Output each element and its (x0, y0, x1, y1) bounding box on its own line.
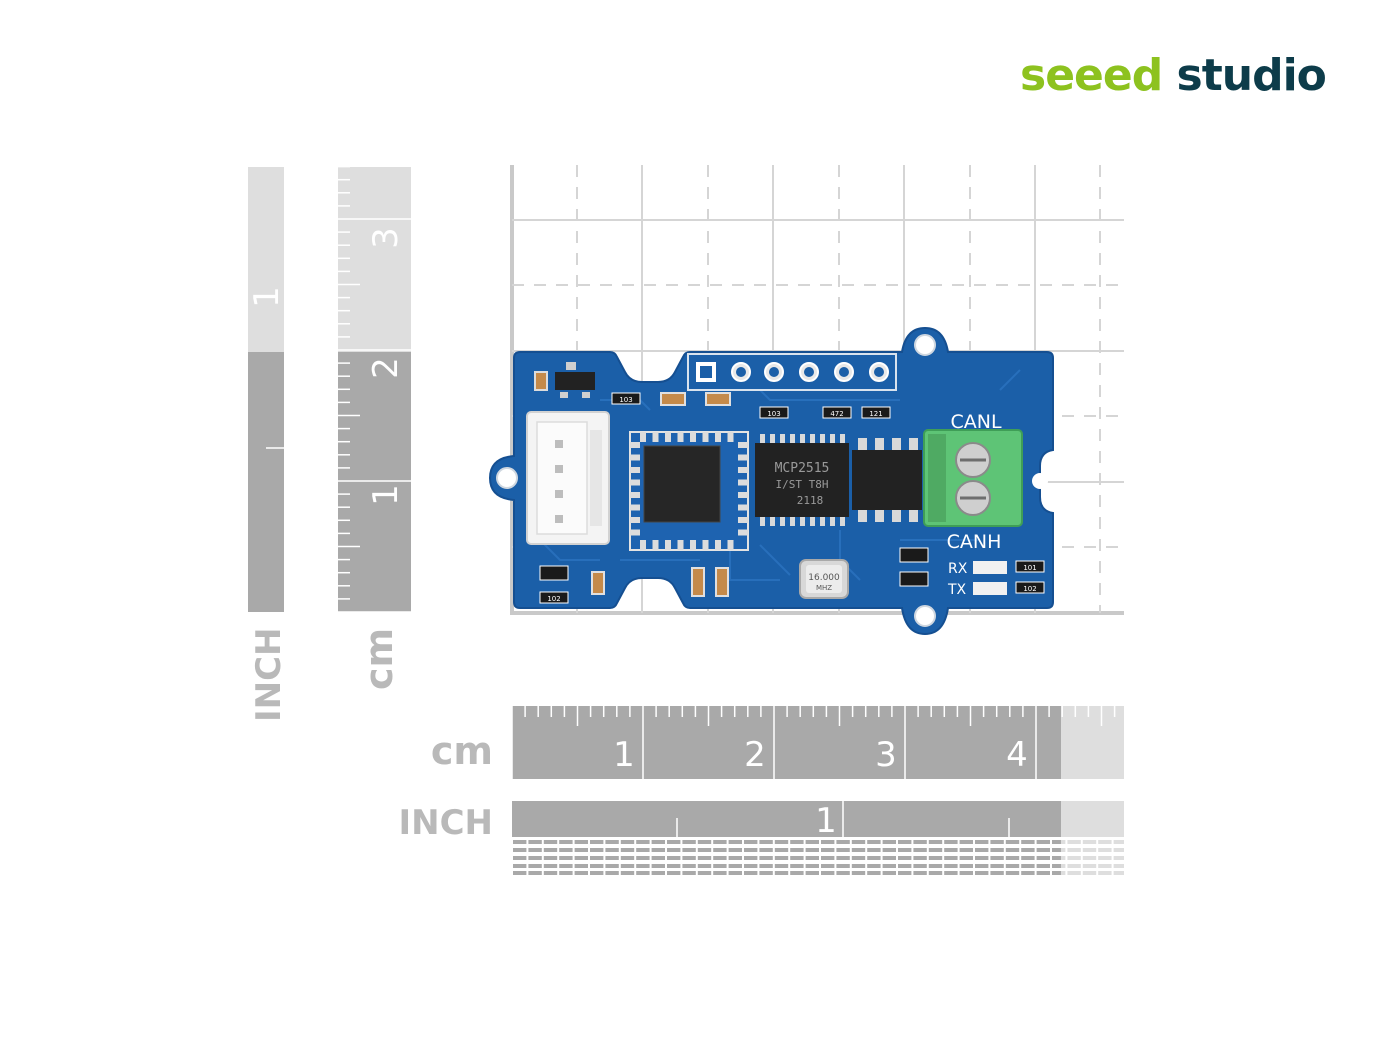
mounting-hole-bottom (914, 605, 936, 627)
resistor-6-code: 101 (1023, 564, 1036, 572)
v-cm-unit-label: cm (357, 628, 401, 690)
h-inch-unit-label: INCH (398, 803, 493, 843)
resistor-4-code: 121 (869, 410, 882, 418)
resistor-3 (822, 406, 852, 419)
v-cm-tick-label-2: 2 (366, 357, 406, 379)
logo-seeed-text: seeed (1020, 50, 1163, 101)
capacitor (534, 371, 548, 391)
smd-component (899, 571, 929, 587)
grove-connector (526, 411, 610, 545)
smd-component (539, 565, 569, 581)
capacitor (660, 392, 686, 406)
h-inch-tick-label-1: 1 (815, 801, 837, 841)
mcp2515-chip: MCP2515 I/ST T8H 2118 (755, 434, 849, 526)
resistor-2 (759, 406, 789, 419)
mounting-hole-right (1032, 473, 1048, 489)
mcp2515-marking-line1: MCP2515 (775, 461, 830, 476)
mounting-hole-top (914, 334, 936, 356)
horizontal-cm-ruler (511, 706, 1129, 779)
capacitor (691, 567, 705, 597)
h-cm-tick-label-3: 3 (875, 735, 897, 775)
resistor-1-code: 103 (619, 396, 632, 404)
tx-led (973, 582, 1007, 595)
vertical-cm-ruler (338, 165, 411, 613)
resistor-2-code: 103 (767, 410, 780, 418)
resistor-3-code: 472 (830, 410, 843, 418)
crystal-unit: MHZ (816, 584, 832, 592)
resistor-6 (1015, 560, 1045, 573)
voltage-regulator (555, 362, 595, 398)
resistor-1 (611, 392, 641, 405)
capacitor (591, 571, 605, 595)
h-cm-tick-label-1: 1 (613, 735, 635, 775)
h-cm-unit-label: cm (431, 729, 493, 773)
capacitor (715, 567, 729, 597)
h-cm-tick-label-4: 4 (1006, 735, 1028, 775)
resistor-7 (1015, 581, 1045, 594)
mcp2515-marking-line2: I/ST T8H (776, 478, 829, 491)
v-inch-unit-label: INCH (249, 627, 289, 722)
h-cm-tick-label-2: 2 (744, 735, 766, 775)
resistor-7-code: 102 (1023, 585, 1036, 593)
tx-led-label: TX (947, 582, 967, 598)
header-pin-row (687, 353, 897, 391)
v-cm-tick-label-1: 1 (366, 484, 406, 506)
resistor-4 (861, 406, 891, 419)
can-bus-module-board: MCP2515 I/ST T8H 2118 CANL CANH RX TX (488, 326, 1054, 636)
canl-label: CANL (950, 411, 1001, 433)
crystal-frequency: 16.000 (808, 573, 840, 583)
vertical-inch-ruler (248, 167, 322, 613)
horizontal-inch-ruler (511, 801, 1124, 875)
canh-label: CANH (947, 531, 1002, 553)
rx-led-label: RX (948, 561, 968, 577)
can-transceiver-chip (852, 438, 922, 522)
v-cm-tick-label-3: 3 (366, 227, 406, 249)
logo-studio-text: studio (1176, 50, 1327, 101)
v-inch-tick-label-1: 1 (247, 286, 287, 308)
microcontroller-chip (629, 431, 749, 551)
mcp2515-marking-line3: 2118 (797, 494, 824, 507)
capacitor (705, 392, 731, 406)
rx-led (973, 561, 1007, 574)
resistor-5 (539, 591, 569, 604)
seeed-studio-logo: seeed studio (1020, 50, 1327, 101)
resistor-5-code: 102 (547, 595, 560, 603)
mounting-hole-left (496, 467, 518, 489)
screw-terminal (923, 429, 1023, 527)
crystal-oscillator: 16.000 MHZ (799, 559, 849, 599)
smd-component (899, 547, 929, 563)
